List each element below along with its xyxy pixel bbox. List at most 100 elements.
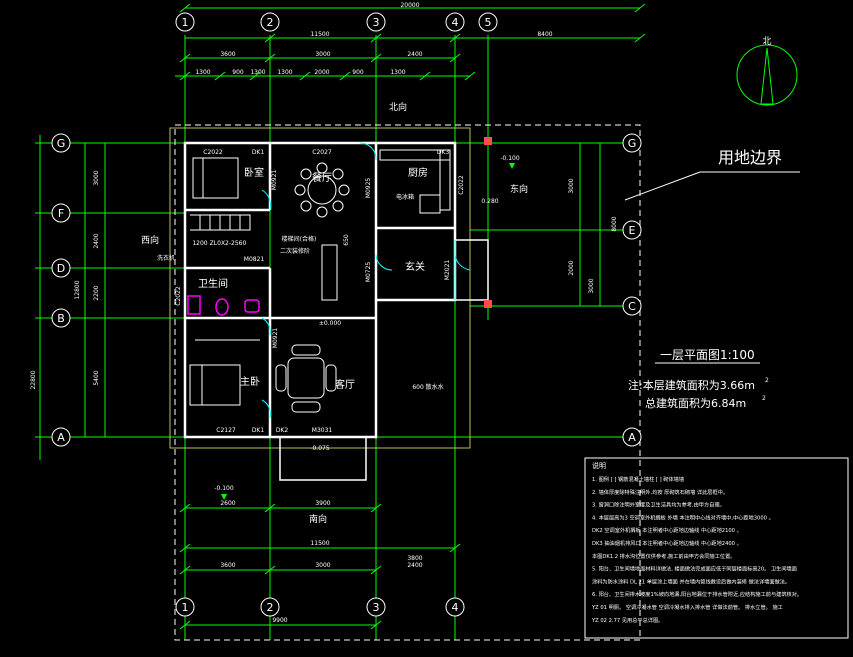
legend-row: 本图DK1.2 排水沟位置仅供参考,施工前由甲方会同施工位置。 xyxy=(592,552,735,560)
tag-m0921-a: M0921 xyxy=(271,170,278,191)
axis-left-B: B xyxy=(51,308,71,328)
axis-bottom-1: 1 xyxy=(175,597,195,617)
note-sup-2: 2 xyxy=(762,395,766,402)
compass-arrow-icon xyxy=(760,47,774,105)
axis-right-G-label: G xyxy=(628,137,637,150)
note-line-1: 注:本层建筑面积为3.66m xyxy=(628,378,755,392)
axis-top-4: 4 xyxy=(445,12,465,32)
direction-west: 西向 xyxy=(141,234,159,246)
element-tags: C2022 DK1 C2027 DK3 M0921 M0925 C2022 M0… xyxy=(175,149,520,492)
columns xyxy=(484,137,492,308)
axis-bottom-2: 2 xyxy=(260,597,280,617)
doors xyxy=(261,142,471,419)
legend-row: 1. 图例 [ ] 钢筋混凝土墙柱 [ ] 砌体墙墙 xyxy=(592,475,684,483)
dim-top-row4-5: 900 xyxy=(352,69,364,76)
dim-right-2: 3000 xyxy=(588,278,595,293)
dim-bottom-overall: 9900 xyxy=(272,617,287,624)
axis-right-A-circle xyxy=(622,427,642,447)
axis-bottom-3-circle xyxy=(366,597,386,617)
axis-right-A: A xyxy=(622,427,642,447)
axis-left-A-circle xyxy=(51,427,71,447)
room-foyer: 玄关 xyxy=(405,260,425,273)
legend-row: 5. 阳台、卫生间墙地面材料详做法, 楼面做法完成面应低于同层楼面标高20。 卫… xyxy=(592,565,797,573)
tag-c2022-top: C2022 xyxy=(203,149,223,156)
boundary-label: 用地边界 xyxy=(718,148,782,167)
room-kitchen: 厨房 xyxy=(408,166,428,179)
direction-east: 东向 xyxy=(510,183,528,195)
compass-label: 北 xyxy=(762,36,771,47)
axis-top-5-circle xyxy=(478,12,498,32)
axis-left-G-label: G xyxy=(57,137,66,150)
tag-m2021: M2021 xyxy=(444,260,451,281)
dim-bottom-row2-a: 11500 xyxy=(310,540,329,547)
tag-m3031: M3031 xyxy=(312,427,333,434)
room-living: 客厅 xyxy=(335,378,355,391)
dim-top-row3-2: 2400 xyxy=(407,51,422,58)
axis-top-4-circle xyxy=(445,12,465,32)
room-bathroom: 卫生间 xyxy=(198,277,228,290)
tag-c2022-left: C2022 xyxy=(175,286,182,306)
dim-bottom-row3-2: 2400 xyxy=(407,562,422,569)
axis-left-G-circle xyxy=(51,133,71,153)
dim-left-0: 3000 xyxy=(93,170,100,185)
axis-bottom-2-circle xyxy=(260,597,280,617)
axis-top-1-label: 1 xyxy=(182,16,189,29)
direction-south: 南向 xyxy=(309,513,327,525)
axis-top-4-label: 4 xyxy=(452,16,459,29)
dim-top-row3-1: 3000 xyxy=(315,51,330,58)
dimension-chains xyxy=(39,3,646,630)
dim-right-0: 3000 xyxy=(568,178,575,193)
axis-left-B-label: B xyxy=(57,312,65,325)
dim-left-overall: 22800 xyxy=(30,370,37,389)
axis-left-D-circle xyxy=(51,258,71,278)
axis-top-3: 3 xyxy=(366,12,386,32)
dim-right-1: 2000 xyxy=(568,260,575,275)
legend-row: YZ 01 明厕。 空调冷凝水管 空调冷凝水排入排水管 详做法前管。 排水立管。… xyxy=(591,603,783,611)
legend-row: 涂料为防水涂料 DL 21 单层涂上墙面 并在墙内管线敷设后做内装修 做法详墙面… xyxy=(592,577,790,585)
legend-row: 3. 窗洞口除注明外宽度及卫生洁具均为参考,由甲方自理。 xyxy=(592,501,725,509)
axis-bottom-3: 3 xyxy=(366,597,386,617)
site-boundary xyxy=(174,124,641,641)
walls xyxy=(169,127,489,481)
direction-labels: 北向 南向 东向 西向 xyxy=(141,101,528,525)
furniture xyxy=(189,149,451,413)
room-stairs: 楼梯间(合格) xyxy=(282,235,317,243)
compass-circle xyxy=(736,44,798,106)
tag-dk1-bottom: DK1 xyxy=(252,427,265,434)
dim-right-total: 8000 xyxy=(611,216,618,231)
axis-left-F-label: F xyxy=(58,207,64,220)
axis-right-A-label: A xyxy=(628,431,636,444)
axis-top-2-circle xyxy=(260,12,280,32)
legend-row: YZ 02 2.77 见用总平总详图。 xyxy=(591,616,663,624)
tag-m0821: M0821 xyxy=(244,256,265,263)
axis-bottom-4-circle xyxy=(445,597,465,617)
axis-right-C-label: C xyxy=(628,300,636,313)
room-bedroom: 卧室 xyxy=(244,166,264,179)
axis-bottom-4-label: 4 xyxy=(452,601,459,614)
dim-top-row4-6: 1300 xyxy=(390,69,405,76)
tag-dk1-top: DK1 xyxy=(252,149,265,156)
compass: 北 xyxy=(736,36,798,106)
axis-right-C: C xyxy=(622,296,642,316)
dim-left-1: 2400 xyxy=(93,233,100,248)
legend-row: DK3 抽油烟机排风口 本注明者中心距地边轴线 中心距地2400 。 xyxy=(592,539,742,547)
dim-top-row4-4: 2000 xyxy=(314,69,329,76)
dim-top-row3-0: 3600 xyxy=(220,51,235,58)
dim-left-total: 12800 xyxy=(74,280,81,299)
room-dining: 餐厅 xyxy=(312,171,332,184)
tag-wall: ZL0X2-2560 xyxy=(210,240,247,247)
dim-top-row2-b: 8400 xyxy=(537,31,552,38)
axis-top-3-label: 3 xyxy=(373,16,380,29)
note-line-2: 总建筑面积为6.84m xyxy=(645,396,746,410)
dim-top-row2-a: 11500 xyxy=(310,31,329,38)
tag-c2022-right: C2022 xyxy=(458,175,465,195)
axis-left-F-circle xyxy=(51,203,71,223)
boundary-callout: 用地边界 xyxy=(624,148,800,201)
plan-title: 一层平面图1:100 xyxy=(660,348,755,362)
dim-bottom-row3-1: 3000 xyxy=(315,562,330,569)
note-sup-1: 2 xyxy=(765,377,769,384)
